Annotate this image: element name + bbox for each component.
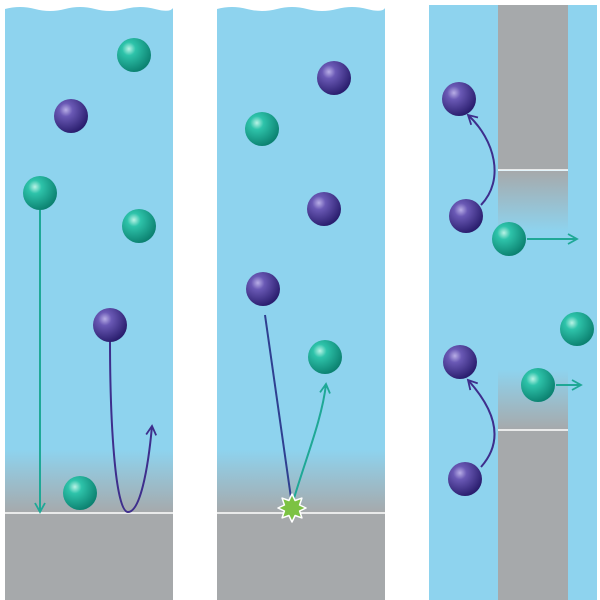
particle-purple — [449, 199, 483, 233]
panel-3-upper-curved-arrow — [466, 113, 496, 206]
particle-teal — [117, 38, 151, 72]
star-reaction-site-icon — [277, 493, 307, 523]
particle-teal — [122, 209, 156, 243]
particle-teal — [492, 222, 526, 256]
panel-1 — [5, 7, 173, 600]
particle-purple — [317, 61, 351, 95]
particle-purple — [246, 272, 280, 306]
panel-2-approach-line — [264, 314, 293, 506]
particle-teal — [521, 368, 555, 402]
particle-purple — [448, 462, 482, 496]
particle-purple — [307, 192, 341, 226]
particle-teal — [63, 476, 97, 510]
panel-3-upper-wall-gradient — [498, 171, 568, 231]
panel-1-surface — [5, 513, 173, 600]
panel-1-bounce-arrow — [109, 339, 157, 514]
panel-2 — [217, 7, 385, 600]
particle-teal — [23, 176, 57, 210]
particle-purple — [442, 82, 476, 116]
particle-teal — [308, 340, 342, 374]
particle-teal — [245, 112, 279, 146]
panel-3-upper-wall — [498, 5, 568, 170]
panel-2-surface-gradient — [217, 450, 385, 513]
particle-purple — [93, 308, 127, 342]
panel-3-lower-curved-arrow — [466, 378, 496, 468]
panel-3 — [429, 5, 597, 600]
panel-3-lower-wall — [498, 430, 568, 600]
particle-teal — [560, 312, 594, 346]
panel-2-reaction-arrow — [291, 382, 331, 506]
particle-purple — [443, 345, 477, 379]
panel-2-surface — [217, 513, 385, 600]
particle-purple — [54, 99, 88, 133]
